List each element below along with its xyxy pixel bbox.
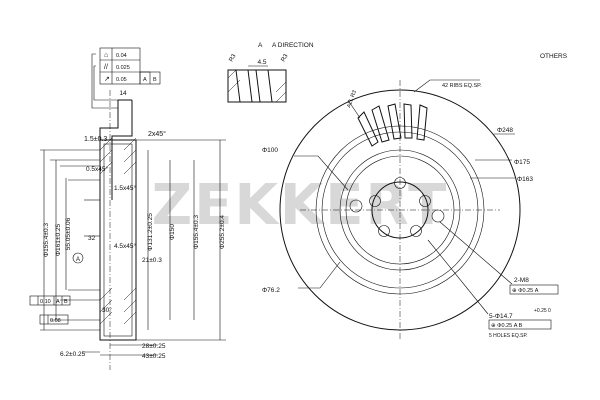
datum-b-ref: B	[153, 77, 157, 83]
dim-6-2: 6.2±0.25	[60, 351, 86, 358]
holes-note: 5 HOLES EQ.SP.	[489, 333, 528, 339]
ribs-note: 42 RIBS EQ.SP.	[442, 83, 482, 89]
holes-position-tol: ⊕ Φ0.25 A B	[491, 323, 523, 329]
bottom-runout-value: 0.10	[40, 299, 51, 305]
parallel-value: 0.025	[116, 65, 130, 71]
dim-d155-right: Φ155.4±0.3	[193, 215, 200, 249]
view-label-a: A	[258, 42, 263, 49]
dim-43: 43±0.25	[142, 353, 166, 360]
holes-tolerance: +0.25 0	[534, 308, 551, 314]
vent-radius-right: R3	[281, 53, 290, 63]
dim-d55: 55.05±0.06	[65, 217, 72, 250]
ribs-radius-note: ALL R3	[346, 90, 358, 109]
dim-30-deg: 30°	[102, 306, 112, 314]
dim-angle-15: 1.5x45°	[114, 184, 137, 192]
bottom-flat-value: 0.08	[50, 318, 61, 324]
dim-d155-left: Φ155.4±0.3	[43, 223, 50, 257]
direction-label: A DIRECTION	[272, 42, 314, 49]
runout-symbol: ↗	[104, 76, 110, 83]
dim-d131: Φ131.2±0.25	[147, 213, 154, 251]
cross-section-view: A 0.10 A B 0.08 14 1.5±0.3 2x45° 0.5x45°…	[29, 90, 226, 370]
section-hatch	[99, 137, 137, 325]
dim-d163: Φ163	[517, 176, 533, 183]
dim-d175: Φ175	[514, 159, 530, 166]
vent-radius-left: R3	[229, 53, 238, 63]
dim-32: 32	[88, 235, 96, 242]
dim-holes: 5-Φ14.7	[489, 313, 513, 320]
flatness-value: 0.04	[116, 53, 127, 59]
others-label: OTHERS	[540, 53, 568, 60]
dim-21: 21±0.3	[142, 257, 162, 264]
dim-d76: Φ76.2	[262, 287, 280, 294]
face-view: OTHERS	[262, 53, 568, 340]
tolerance-frame-group: ⌂ // ↗ 0.04 0.025 0.05 A B	[91, 47, 161, 109]
vent-detail-view: A A DIRECTION 4.5 R3 R3	[227, 42, 314, 103]
parallel-symbol: //	[104, 64, 108, 71]
dim-14: 14	[119, 90, 127, 97]
dim-d248: Φ248	[497, 127, 513, 134]
rib-slots	[357, 103, 428, 147]
vent-width: 4.5	[257, 59, 266, 66]
watermark-text: ZEKKERT	[152, 173, 449, 238]
bottom-datum-b: B	[64, 299, 68, 305]
m8-position-tol: ⊕ Φ0.25 A	[512, 288, 539, 294]
dim-d161: Φ161±0.25	[55, 223, 62, 256]
flatness-symbol: ⌂	[104, 52, 108, 59]
datum-a-circle: A	[76, 257, 80, 263]
dim-chamfer-right: 2x45°	[148, 130, 166, 138]
dim-d255: Φ255.2±0.4	[219, 215, 226, 249]
dim-angle-05: 0.5x45°	[86, 165, 109, 173]
runout-value: 0.05	[116, 77, 127, 83]
dim-angle-45: 4.5x45°	[114, 242, 137, 250]
dim-d100: Φ100	[262, 147, 278, 154]
datum-a-ref: A	[143, 77, 147, 83]
dim-d150: Φ150	[169, 224, 176, 240]
dim-28: 28±0.25	[142, 343, 166, 350]
dim-chamfer-left: 1.5±0.3	[84, 136, 107, 143]
bottom-datum-a: A	[56, 299, 60, 305]
dim-m8: 2-M8	[514, 277, 529, 284]
